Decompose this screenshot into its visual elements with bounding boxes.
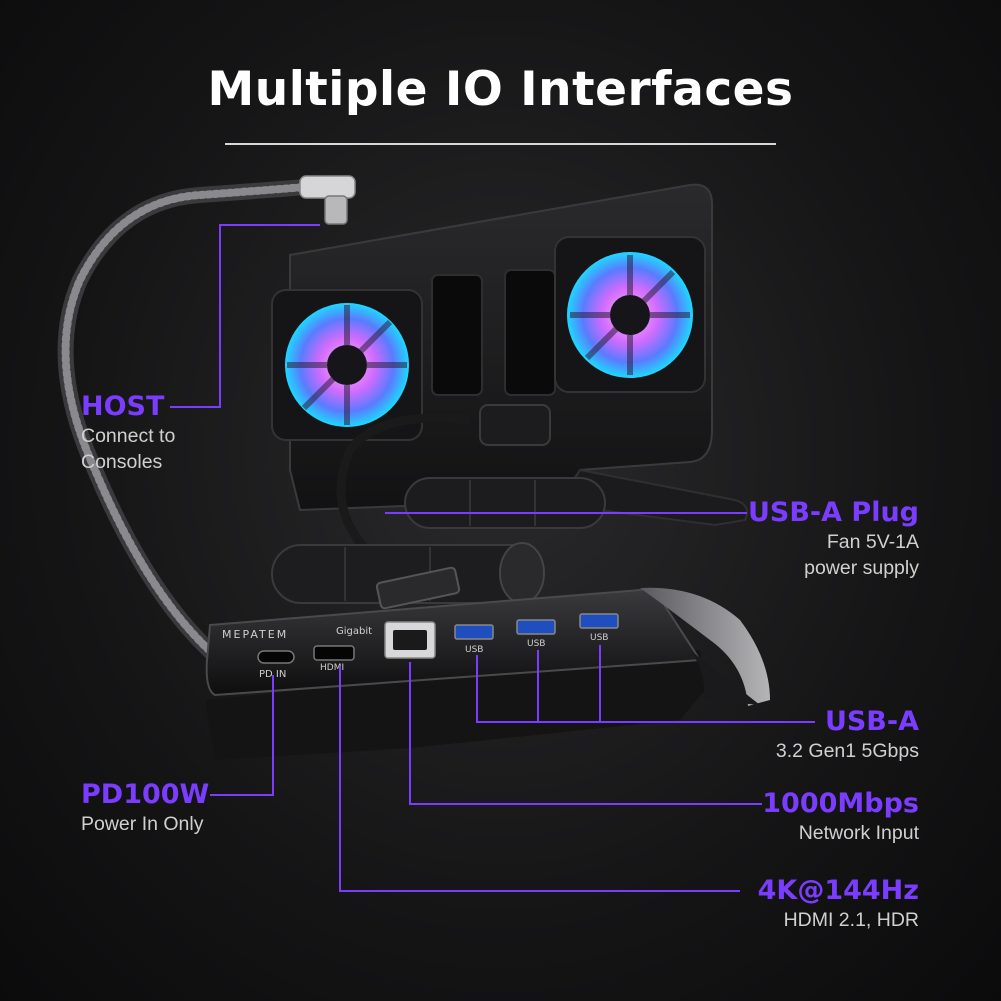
- pd-in-label: PD IN: [259, 669, 286, 680]
- usb-a-plug-icon: [375, 566, 461, 610]
- callout-hdmi-title: 4K@144Hz: [757, 875, 919, 906]
- callout-host-line1: Connect to: [81, 425, 176, 447]
- callout-pd100w-title: PD100W: [81, 779, 210, 810]
- callout-host-line2: Consoles: [81, 451, 163, 473]
- callout-usb-a-title: USB-A: [824, 706, 919, 737]
- callout-hdmi-line1: HDMI 2.1, HDR: [783, 909, 919, 931]
- callout-usb-a-plug-line1: Fan 5V-1A: [826, 531, 919, 553]
- usb-label-1: USB: [465, 645, 483, 655]
- gigabit-label: Gigabit: [336, 626, 372, 637]
- usb-a-port-3: [579, 613, 619, 629]
- callout-usb-a-plug-title: USB-A Plug: [747, 497, 919, 528]
- hdmi-port: [313, 645, 355, 661]
- usb-label-2: USB: [527, 639, 545, 649]
- usb-a-port-2: [516, 619, 556, 635]
- callout-network-title: 1000Mbps: [762, 788, 919, 819]
- usb-c-connector-icon: [299, 175, 356, 199]
- callout-host: HOST Connect to Consoles: [81, 391, 175, 475]
- callout-leader-lines: [170, 224, 815, 892]
- clamp-bar-upper: [404, 477, 606, 529]
- cooling-fan-right-icon: [554, 236, 706, 393]
- fan-cable: [336, 413, 471, 574]
- callout-hdmi: 4K@144Hz HDMI 2.1, HDR: [758, 875, 919, 933]
- callout-usb-a-plug-line2: power supply: [804, 557, 919, 579]
- stand-slot-right: [504, 269, 556, 396]
- title-underline: [225, 143, 776, 145]
- fan-cable-connector: [479, 404, 551, 446]
- hdmi-label: HDMI: [320, 663, 344, 673]
- callout-network: 1000Mbps Network Input: [762, 788, 919, 846]
- cooling-fan-left-icon: [271, 289, 423, 441]
- callout-usb-a: USB-A 3.2 Gen1 5Gbps: [776, 706, 919, 764]
- usb-c-pd-port: [257, 650, 295, 664]
- brand-logo: MEPATEM: [222, 628, 288, 641]
- stand-slot-left: [431, 274, 483, 396]
- callout-pd100w-line1: Power In Only: [81, 813, 204, 835]
- usb-label-3: USB: [590, 633, 608, 643]
- page-title: Multiple IO Interfaces: [207, 62, 794, 117]
- usb-a-port-1: [454, 624, 494, 640]
- callout-usb-a-plug: USB-A Plug Fan 5V-1A power supply: [748, 497, 919, 581]
- callout-host-title: HOST: [81, 391, 165, 422]
- callout-network-line1: Network Input: [798, 822, 919, 844]
- callout-usb-a-line1: 3.2 Gen1 5Gbps: [775, 740, 919, 762]
- dock-hub: [205, 587, 770, 760]
- callout-pd100w: PD100W Power In Only: [81, 779, 209, 837]
